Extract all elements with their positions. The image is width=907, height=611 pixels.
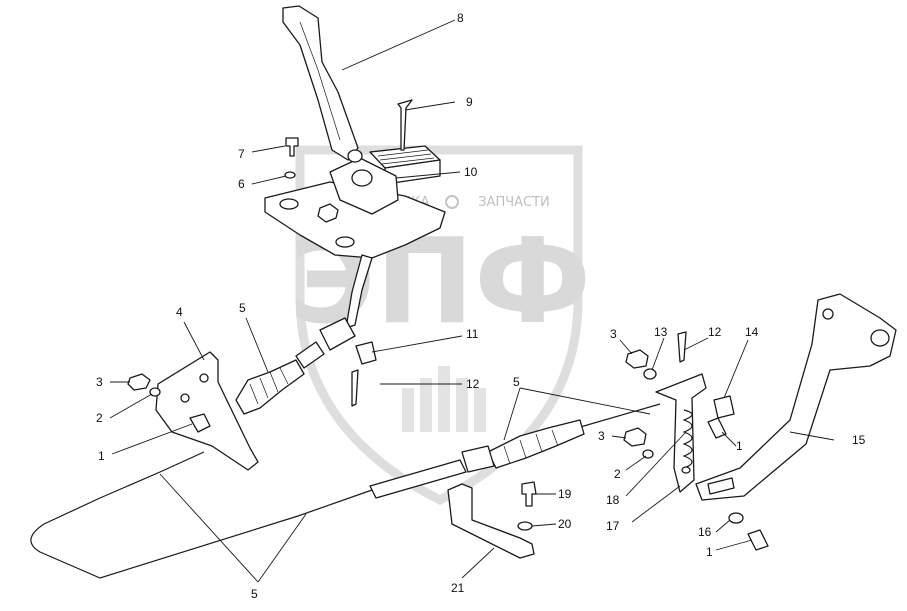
- callout-17: 17: [606, 519, 620, 533]
- callout-12-right: 12: [708, 325, 722, 339]
- callout-6: 6: [238, 177, 245, 191]
- callout-1-right: 1: [736, 439, 743, 453]
- callout-3-right: 3: [610, 327, 617, 341]
- pin-11: [355, 341, 377, 365]
- callout-3-left: 3: [96, 375, 103, 389]
- washer-20: [517, 521, 533, 531]
- callout-9: 9: [466, 95, 473, 109]
- watermark-shield: [295, 145, 583, 506]
- callout-labels: 8 9 10 7 6 11 12 4 5 3 2 1 5 5 3 13 12 1…: [96, 11, 866, 601]
- pedal-lever: [282, 5, 359, 161]
- cable-loop-path: [30, 451, 373, 579]
- callout-5-lower: 5: [251, 587, 258, 601]
- pedal-rod-shaft: [345, 254, 373, 329]
- callout-11: 11: [466, 327, 479, 341]
- washer-16: [728, 512, 744, 524]
- right-bracket: [695, 293, 897, 551]
- bracket-4-hole-mid: [180, 393, 190, 403]
- nut-3-left: [127, 373, 151, 391]
- bracket-15-hole-upper: [822, 308, 834, 320]
- nut-3-right: [625, 349, 649, 369]
- callout-16: 16: [698, 525, 712, 539]
- boot-ribs: [249, 367, 289, 405]
- bracket-21-plate: [447, 483, 535, 559]
- callout-10: 10: [464, 165, 478, 179]
- bracket-15-hole-lower: [870, 329, 890, 347]
- right-boot-body: [487, 419, 585, 469]
- bracket-4-hole-top: [199, 373, 209, 383]
- rod-clevis: [319, 317, 356, 351]
- nut-3-mid: [623, 427, 647, 447]
- boot-body: [235, 359, 305, 415]
- bracket-hole-upper: [279, 198, 299, 210]
- pedal-nut-lower: [317, 203, 339, 223]
- leader-lines: [109, 19, 835, 583]
- cotter-pin-12-left: [351, 369, 359, 407]
- cable-sleeve: [369, 459, 467, 499]
- callout-5-upper: 5: [239, 301, 246, 315]
- pedal-bolt-7: [285, 137, 299, 157]
- callout-14: 14: [745, 325, 759, 339]
- callout-12-left: 12: [466, 377, 480, 391]
- pedal-rod: [319, 254, 373, 351]
- watermark-brand-right: ЗАПЧАСТИ: [478, 195, 550, 210]
- pedal-washer-6: [284, 171, 296, 179]
- pedal-assembly: [264, 5, 446, 259]
- callout-1-left: 1: [98, 449, 105, 463]
- lever-17: [655, 373, 707, 493]
- pedal-lever-edge: [299, 21, 341, 141]
- bolt-1-lower: [747, 529, 769, 551]
- callout-3-mid: 3: [598, 429, 605, 443]
- callout-15: 15: [852, 433, 866, 447]
- left-cable-boot: [235, 341, 325, 415]
- spring-lever: [623, 331, 707, 493]
- watermark-gear-icon: [445, 195, 459, 209]
- bracket-hole-lower: [335, 236, 355, 248]
- washer-2-left: [149, 387, 161, 397]
- pedal-screw: [397, 99, 413, 151]
- bolt-1-left: [189, 413, 211, 433]
- callout-2-mid: 2: [614, 467, 621, 481]
- pedal-pad-grip: [377, 149, 435, 165]
- callout-7: 7: [238, 147, 245, 161]
- bracket-15-slot: [707, 477, 735, 495]
- watermark-wheat-icon: [402, 366, 486, 432]
- stud-14: [713, 395, 735, 419]
- bolt-19: [521, 481, 537, 507]
- right-cable-boot: [461, 419, 585, 473]
- pedal-hub-end: [351, 169, 373, 187]
- boot-fitting: [295, 341, 325, 369]
- callout-4: 4: [176, 305, 183, 319]
- cotter-pin-12-right: [677, 331, 687, 363]
- center-parts: [351, 341, 377, 407]
- callout-18: 18: [606, 493, 620, 507]
- callout-21: 21: [451, 581, 465, 595]
- washer-13: [643, 368, 657, 380]
- callout-19: 19: [558, 487, 572, 501]
- bolt-1-right: [707, 417, 727, 439]
- right-boot-collar: [461, 445, 495, 473]
- callout-2-left: 2: [96, 411, 103, 425]
- pedal-pivot-bolt: [347, 149, 363, 163]
- callout-1-lower: 1: [706, 545, 713, 559]
- callout-20: 20: [558, 517, 572, 531]
- left-bracket: [127, 351, 259, 471]
- lever-17-hole: [681, 466, 691, 474]
- lower-bracket: [447, 481, 537, 559]
- right-boot-ribs: [503, 429, 559, 465]
- callout-13: 13: [654, 325, 668, 339]
- bracket-4-plate: [155, 351, 259, 471]
- spring-18: [682, 409, 693, 469]
- callout-5-right: 5: [513, 375, 520, 389]
- callout-8: 8: [457, 11, 464, 25]
- bracket-15-plate: [695, 293, 897, 501]
